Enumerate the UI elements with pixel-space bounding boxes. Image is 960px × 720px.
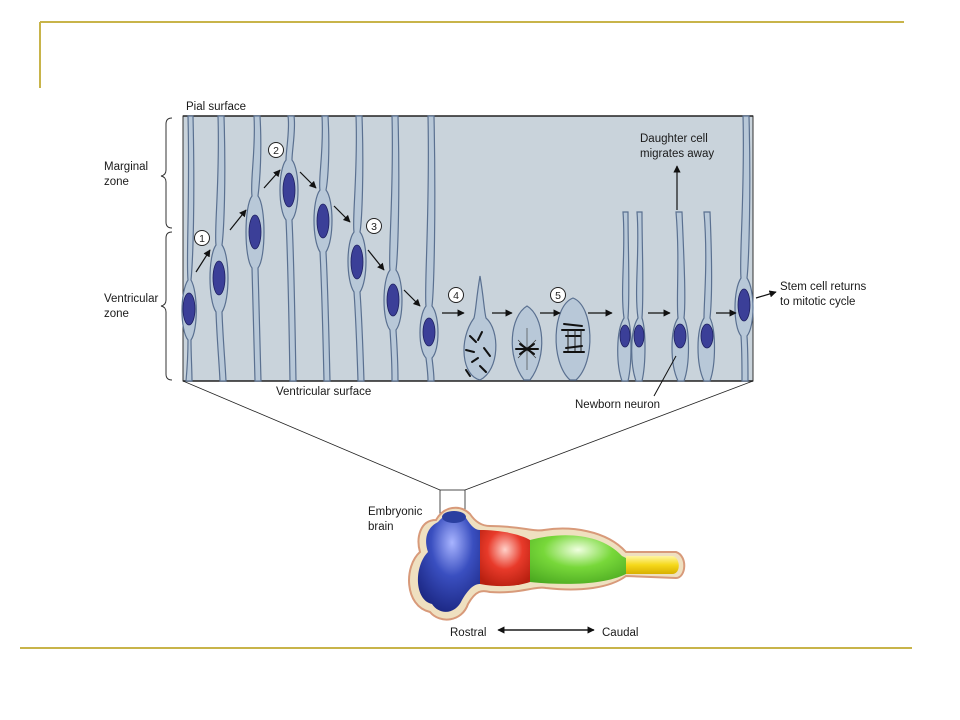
stem-cell-returns-label-line1: Stem cell returns bbox=[780, 281, 867, 293]
process-arrows bbox=[195, 165, 777, 397]
slide-frame bbox=[20, 21, 912, 649]
step-marker-1: 1 bbox=[194, 230, 210, 246]
ventricular-zone-label-line1: Ventricular bbox=[104, 293, 159, 305]
rostral-label: Rostral bbox=[450, 627, 486, 639]
embryonic-brain-label-line1: Embryonic bbox=[368, 506, 423, 518]
zoom-lines bbox=[182, 380, 754, 515]
zone-brackets bbox=[160, 117, 173, 381]
step-marker-5: 5 bbox=[550, 287, 566, 303]
embryonic-brain bbox=[408, 506, 686, 621]
step-4-label: 4 bbox=[453, 290, 459, 302]
newborn-neuron-label: Newborn neuron bbox=[575, 399, 660, 411]
marginal-zone-label-line2: zone bbox=[104, 176, 129, 188]
ventricular-zone-label-line2: zone bbox=[104, 308, 129, 320]
marginal-zone-label-line1: Marginal bbox=[104, 161, 148, 173]
chromosomes bbox=[465, 323, 585, 377]
embryonic-brain-label-line2: brain bbox=[368, 521, 394, 533]
step-marker-3: 3 bbox=[366, 218, 382, 234]
step-3-label: 3 bbox=[371, 221, 377, 233]
daughter-cell-label-line2: migrates away bbox=[640, 148, 714, 160]
caudal-label: Caudal bbox=[602, 627, 638, 639]
step-marker-2: 2 bbox=[268, 142, 284, 158]
stem-cell-returns-label-line2: to mitotic cycle bbox=[780, 296, 855, 308]
step-2-label: 2 bbox=[273, 145, 279, 157]
ventricular-surface-label: Ventricular surface bbox=[276, 386, 371, 398]
daughter-cell-label-line1: Daughter cell bbox=[640, 133, 708, 145]
cell-nuclei bbox=[182, 172, 751, 349]
pial-surface-label: Pial surface bbox=[186, 101, 246, 113]
step-5-label: 5 bbox=[555, 290, 561, 302]
step-marker-4: 4 bbox=[448, 287, 464, 303]
step-1-label: 1 bbox=[199, 233, 205, 245]
